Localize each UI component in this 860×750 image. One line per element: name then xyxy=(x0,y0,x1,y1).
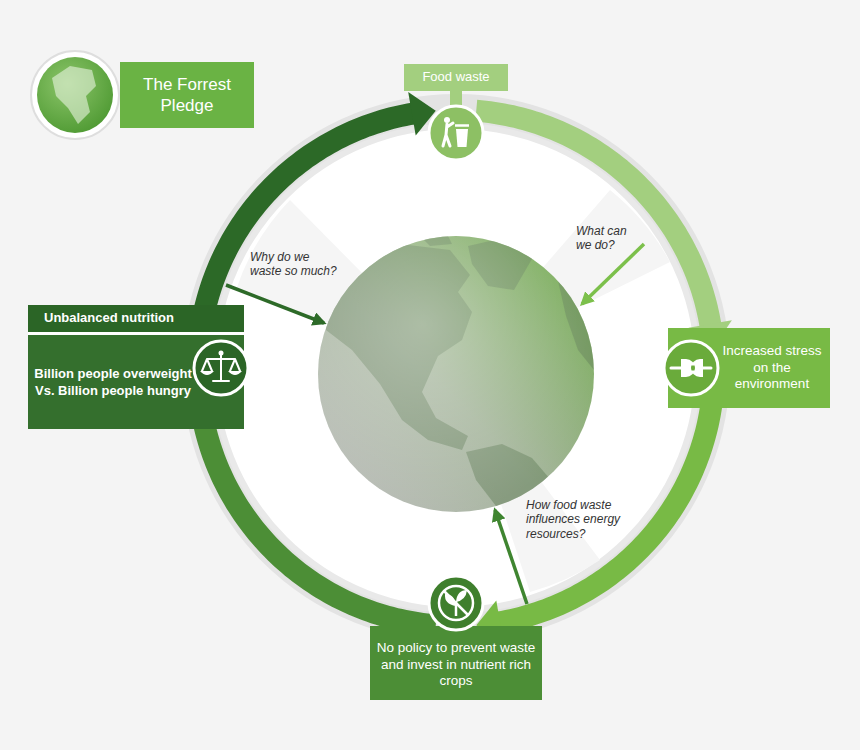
question-label: What can we do? xyxy=(576,224,634,253)
plug-icon xyxy=(664,341,718,395)
box-fill xyxy=(28,332,244,335)
arrow-band xyxy=(476,111,710,325)
globe-icon xyxy=(31,51,119,139)
text-area: Increased stress on the environment xyxy=(718,328,826,408)
question-label: How food waste influences energy resourc… xyxy=(526,498,626,541)
ring-track xyxy=(198,110,714,626)
node-label: Increased stress on the environment xyxy=(718,343,826,394)
text-area: Food waste xyxy=(406,64,506,91)
arrow-band xyxy=(499,388,713,622)
globe-icon xyxy=(37,57,113,133)
food-waste-tab: Food waste xyxy=(404,64,508,164)
box-fill xyxy=(370,626,542,700)
policy-box: No policy to prevent waste and invest in… xyxy=(370,572,542,700)
text-area: No policy to prevent waste and invest in… xyxy=(376,630,536,700)
node-label: Unbalanced nutrition xyxy=(44,310,174,326)
text-area: Unbalanced nutrition xyxy=(44,305,234,332)
impact-box: Increased stress on the environment xyxy=(658,328,830,408)
icon-disc xyxy=(664,341,718,395)
node-label: Food waste xyxy=(422,69,489,85)
node-label: The Forrest Pledge xyxy=(124,74,250,117)
node-shape xyxy=(658,328,830,408)
title-box: The Forrest Pledge xyxy=(120,62,254,128)
leader-arrow xyxy=(582,244,644,304)
icon-disc xyxy=(429,576,483,630)
text-area: The Forrest Pledge xyxy=(124,62,250,128)
node-label: No policy to prevent waste and invest in… xyxy=(376,640,536,691)
plant-icon xyxy=(429,576,483,630)
icon-disc xyxy=(194,341,248,395)
globe-icon-land xyxy=(52,66,96,124)
icon-disc xyxy=(429,106,483,160)
box-fill xyxy=(404,64,508,91)
nutrition-box: Unbalanced nutritionBillion people overw… xyxy=(28,305,250,429)
box-fill xyxy=(28,305,244,332)
cycle-arrow xyxy=(476,111,732,348)
globe xyxy=(318,236,594,512)
arrow-band xyxy=(202,411,436,625)
globe-shine xyxy=(318,236,594,512)
trash-icon xyxy=(429,106,483,160)
box-fill xyxy=(120,62,254,128)
node-body: Billion people overweight Vs. Billion pe… xyxy=(34,366,192,399)
question-label: Why do we waste so much? xyxy=(250,250,340,279)
leader-arrow xyxy=(495,510,527,604)
node-shape xyxy=(120,62,254,128)
inner-disc xyxy=(214,126,698,610)
scale-icon xyxy=(194,341,248,395)
cycle-arrow xyxy=(476,388,713,644)
text-area: Billion people overweight Vs. Billion pe… xyxy=(34,336,192,429)
